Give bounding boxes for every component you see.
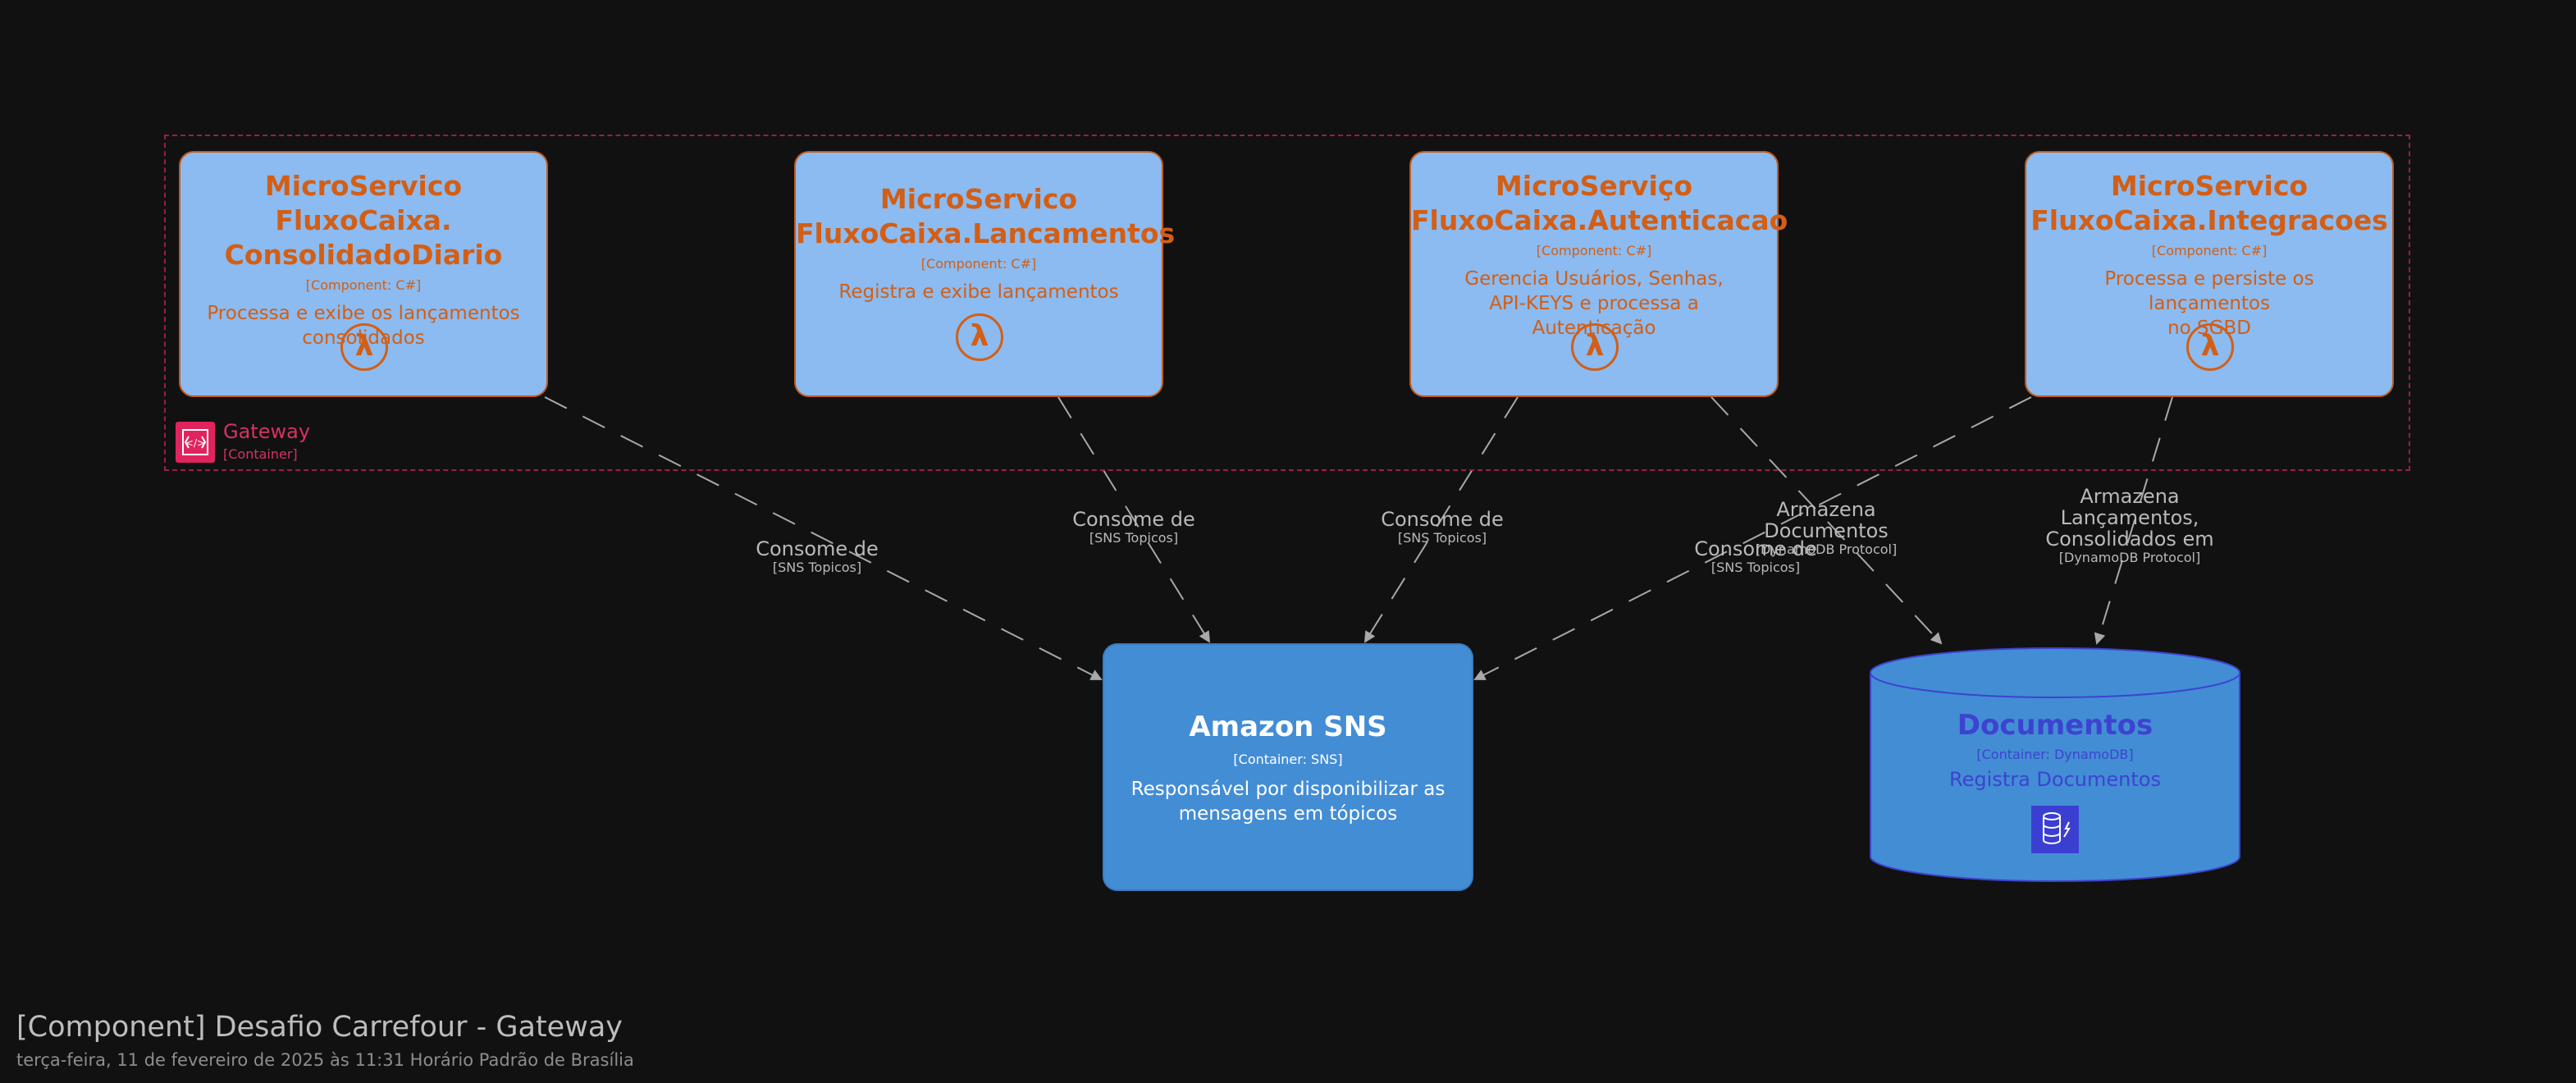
edge-label-text: Consome de	[1072, 508, 1195, 531]
component-integracoes[interactable]: MicroServico FluxoCaixa.Integracoes [Com…	[2025, 151, 2394, 397]
edge-line-integracoes-db	[2094, 396, 2173, 645]
svg-text:</>: </>	[185, 437, 205, 449]
edge-label-text: Armazena	[1776, 498, 1876, 521]
edge-label-text: Documentos	[1764, 519, 1889, 542]
edge-label-tech: [SNS Topicos]	[1710, 560, 1801, 575]
component-type: [Component: C#]	[920, 256, 1037, 272]
component-title-line: ConsolidadoDiario	[224, 239, 503, 271]
edge-label-consolidado: Consome de [SNS Topicos]	[735, 538, 899, 576]
lambda-icon: λ	[956, 313, 1003, 361]
diagram-title: [Component] Desafio Carrefour - Gateway	[16, 1011, 623, 1044]
component-autenticacao[interactable]: MicroServiço FluxoCaixa.Autenticacao [Co…	[1409, 151, 1788, 397]
component-title-line: FluxoCaixa.Autenticacao	[1411, 204, 1788, 236]
db-desc: Registra Documentos	[1949, 768, 2161, 791]
component-desc-line: Processa e persiste os lançamentos	[2104, 268, 2314, 314]
component-title-line: FluxoCaixa.Lancamentos	[796, 217, 1176, 249]
gateway-type: [Container]	[223, 446, 298, 462]
sns-type: [Container: SNS]	[1233, 752, 1343, 767]
component-desc-line: Gerencia Usuários, Senhas,	[1464, 268, 1724, 290]
edge-label-tech: [DynamoDB Protocol]	[1755, 542, 1898, 557]
component-type: [Component: C#]	[2151, 243, 2268, 258]
edge-line-lancamentos-sns	[1057, 396, 1211, 643]
edge-label-text: Consome de	[1694, 537, 1817, 560]
edge-label-text: Consome de	[756, 537, 879, 560]
component-type: [Component: C#]	[305, 277, 422, 293]
edge-label-integracoes: Consome de [SNS Topicos]	[1674, 538, 1838, 576]
container-documentos-db[interactable]	[1867, 640, 2245, 894]
dynamodb-icon	[2031, 806, 2079, 853]
component-title-line: MicroServico	[879, 183, 1078, 215]
edge-label-autenticacao: Consome de [SNS Topicos]	[1360, 509, 1524, 546]
component-desc-line: Processa e exibe os lançamentos	[207, 303, 520, 324]
edge-line-autenticacao-db	[1710, 396, 1943, 645]
db-cylinder-top	[1870, 647, 2240, 698]
edge-label-text: Consolidados em	[2045, 528, 2214, 551]
gateway-boundary	[164, 135, 2410, 471]
component-title-line: MicroServico FluxoCaixa.	[264, 170, 463, 236]
edge-line-integracoes-sns	[1473, 396, 2032, 680]
sns-title: Amazon SNS	[1189, 711, 1387, 743]
component-title-line: FluxoCaixa.Integracoes	[2030, 204, 2388, 236]
component-desc-line: API-KEYS e processa a Autenticação	[1489, 293, 1699, 339]
edge-label-lancamentos: Consome de [SNS Topicos]	[1052, 509, 1216, 546]
db-type: [Container: DynamoDB]	[1976, 747, 2134, 762]
api-gateway-icon: </>	[176, 422, 215, 463]
edge-label-tech: [DynamoDB Protocol]	[2058, 550, 2201, 565]
gateway-title: Gateway	[223, 420, 311, 443]
component-lancamentos[interactable]: MicroServico FluxoCaixa.Lancamentos [Com…	[794, 151, 1176, 397]
edge-label-text: Lançamentos,	[2060, 506, 2199, 529]
edge-label-tech: [SNS Topicos]	[772, 560, 862, 575]
edge-label-tech: [SNS Topicos]	[1397, 530, 1487, 546]
component-consolidado-diario[interactable]: MicroServico FluxoCaixa. ConsolidadoDiar…	[179, 151, 548, 397]
lambda-icon: λ	[1571, 323, 1619, 371]
container-amazon-sns[interactable]: Amazon SNS [Container: SNS] Responsável …	[1103, 643, 1473, 891]
edge-label-text: Armazena	[2080, 485, 2180, 508]
lambda-icon: λ	[340, 323, 388, 371]
db-title: Documentos	[1957, 709, 2154, 742]
component-title-line: MicroServiço	[1495, 170, 1693, 202]
lambda-icon: λ	[2186, 323, 2234, 371]
component-desc-line: Registra e exibe lançamentos	[838, 281, 1119, 303]
edge-label-text: Consome de	[1381, 508, 1504, 531]
edge-label-armazena-documentos: Armazena Documentos [DynamoDB Protocol]	[1728, 499, 1925, 558]
db-cylinder-body	[1870, 673, 2240, 882]
sns-desc-line: mensagens em tópicos	[1178, 803, 1398, 825]
diagram-subtitle: terça-feira, 11 de fevereiro de 2025 às …	[16, 1050, 634, 1070]
edge-line-consolidado-sns	[544, 396, 1103, 680]
edge-line-autenticacao-sns	[1363, 396, 1519, 643]
component-type: [Component: C#]	[1536, 243, 1652, 258]
component-title-line: MicroServico	[2110, 170, 2309, 202]
edge-label-tech: [SNS Topicos]	[1089, 530, 1179, 546]
edge-label-armazena-lancamentos: Armazena Lançamentos, Consolidados em [D…	[2039, 486, 2220, 566]
sns-desc-line: Responsável por disponibilizar as	[1130, 779, 1446, 800]
